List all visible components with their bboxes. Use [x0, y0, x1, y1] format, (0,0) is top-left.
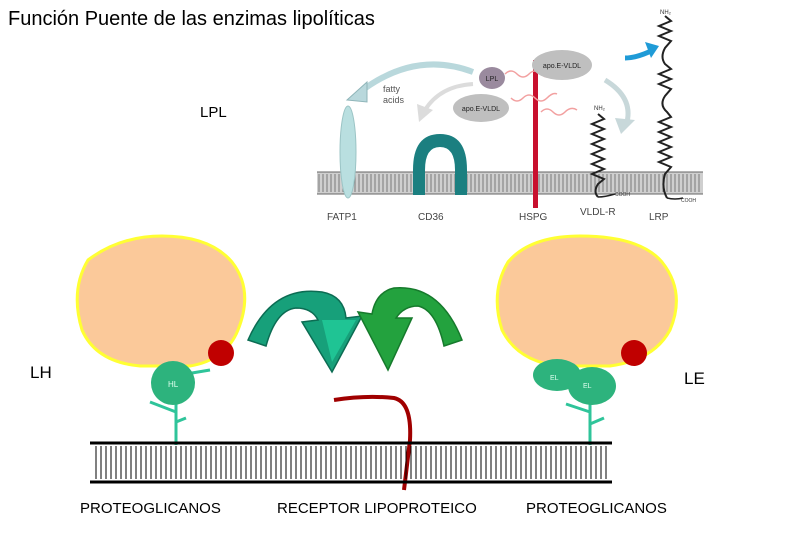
- receptor-label: RECEPTOR LIPOPROTEICO: [277, 500, 477, 517]
- heparan-chain-2: [510, 92, 558, 102]
- cell-membrane: [90, 441, 612, 484]
- red-dot-left: [208, 340, 234, 366]
- apoe-vldl-bottom: [453, 94, 509, 122]
- el-enzyme-label-1: EL: [550, 375, 559, 382]
- page-title: Función Puente de las enzimas lipolítica…: [8, 8, 375, 30]
- fatty-acid-arrow-1: [358, 61, 475, 95]
- hl-enzyme-label: HL: [168, 380, 179, 389]
- nh2-label-1: NH₂: [594, 106, 606, 112]
- fatty-acid-arrow-2: [423, 82, 474, 112]
- el-enzyme-label-2: EL: [583, 383, 592, 390]
- cooh-label-2: COOH: [681, 198, 696, 204]
- nh2-label-2: NH₂: [660, 10, 672, 16]
- lipoprotein-left: [75, 234, 247, 368]
- el-enzyme: [533, 359, 616, 445]
- apoe-vldl-top: [532, 50, 592, 80]
- curved-arrow-right: [356, 287, 463, 372]
- lpl-enzyme: [479, 67, 505, 89]
- lrp-label: LRP: [649, 212, 669, 223]
- vldl-r-receptor: [589, 113, 616, 198]
- apoe-vldl-top-label: apo.E-VLDL: [543, 63, 581, 70]
- fatty-acid-arrowhead-1: [345, 80, 368, 103]
- lpl-label: LPL: [200, 104, 227, 121]
- cd36-receptor: [413, 134, 467, 195]
- fatty-acid-arrowhead-2: [417, 104, 433, 122]
- cooh-label-1: COOH: [615, 192, 630, 198]
- fatp1-transporter: [339, 105, 357, 199]
- lipoprotein-right: [495, 234, 678, 368]
- heparan-chain-3: [540, 107, 578, 116]
- fatty-acids-label-2: acids: [383, 95, 405, 105]
- vldl-r-label: VLDL-R: [580, 207, 616, 218]
- hspg-label: HSPG: [519, 212, 548, 223]
- lpl-inset-figure: NH₂ NH₂ COOH COOH fatty acids LPL apo.E-…: [317, 10, 703, 223]
- hl-enzyme: [149, 361, 211, 445]
- proteoglycans-left-label: PROTEOGLICANOS: [80, 500, 221, 517]
- blue-arrowhead: [645, 42, 659, 58]
- uptake-arrowhead: [615, 118, 635, 134]
- lipoprotein-receptor: [333, 394, 413, 491]
- red-dot-right: [621, 340, 647, 366]
- hspg-proteoglycan: [533, 60, 538, 208]
- uptake-arrow: [603, 77, 631, 123]
- lh-label: LH: [30, 363, 52, 382]
- le-label: LE: [684, 369, 705, 388]
- fatp1-label: FATP1: [327, 212, 357, 223]
- fatty-acids-label-1: fatty: [383, 84, 401, 94]
- cd36-label: CD36: [418, 212, 444, 223]
- proteoglycans-right-label: PROTEOGLICANOS: [526, 500, 667, 517]
- apoe-vldl-bottom-label: apo.E-VLDL: [462, 106, 500, 113]
- curved-arrow-left-highlight: [322, 320, 356, 362]
- lpl-enzyme-label: LPL: [486, 76, 499, 83]
- lrp-receptor: [656, 15, 684, 200]
